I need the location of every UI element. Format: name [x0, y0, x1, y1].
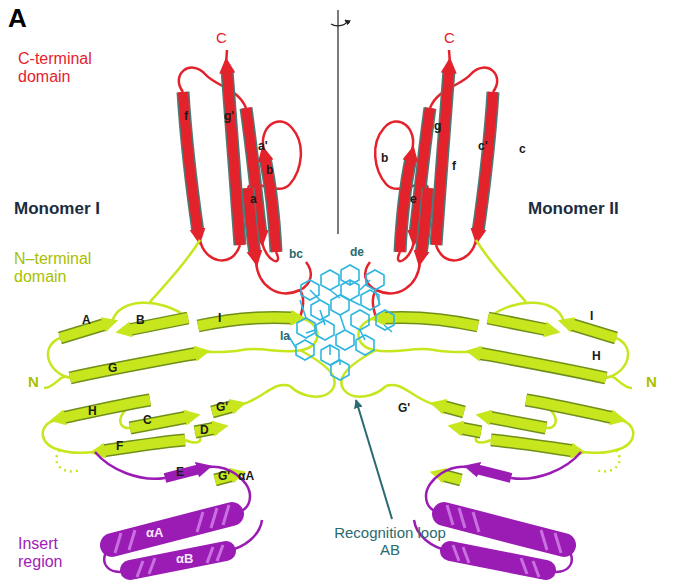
loop-label: bc	[289, 248, 303, 261]
helix-label: αA	[146, 526, 163, 540]
ribbon-segment	[130, 417, 188, 428]
strand-label: B	[136, 314, 145, 327]
ribbon-segment	[226, 50, 227, 64]
pointer-label: Recognition loop AB	[330, 525, 450, 558]
ribbon-segment	[240, 385, 290, 405]
ribbon-segment	[366, 270, 384, 290]
strand-label: E	[176, 466, 184, 479]
ribbon-segment	[102, 440, 185, 451]
strand-label: G	[108, 362, 117, 375]
ribbon-segment	[288, 280, 392, 365]
terminus-label: C	[444, 30, 455, 47]
strand-label: D	[200, 424, 209, 437]
oligosaccharide-sticks	[288, 265, 394, 380]
ribbon-segment	[376, 310, 394, 330]
ribbon-segment	[44, 377, 70, 388]
strand-label: H	[592, 350, 601, 363]
strand-label: G'	[398, 402, 410, 415]
panel-letter: A	[8, 4, 27, 33]
ribbon-segment	[226, 520, 262, 551]
strand-label: b	[381, 152, 388, 165]
ribbon-segment	[62, 400, 150, 418]
strand-label: f	[184, 110, 188, 123]
ribbon-segment	[356, 335, 374, 355]
domain-label: C-terminal domain	[18, 50, 110, 85]
ribbon-segment	[70, 353, 198, 378]
ribbon-segment	[43, 420, 95, 453]
domain-label: N–terminal domain	[14, 250, 106, 285]
strand-label: C	[143, 414, 152, 427]
ribbon-segment	[137, 545, 223, 577]
helix-label: αA	[238, 470, 254, 483]
ribbon-segment	[290, 350, 335, 397]
ribbon-segment	[130, 417, 188, 428]
ribbon-segment	[296, 340, 314, 360]
strand-label: A	[82, 314, 91, 327]
domain-label: Insert region	[18, 535, 98, 570]
ribbon-segment	[70, 353, 198, 378]
ribbon-segment	[351, 310, 369, 330]
strand-label: a	[250, 193, 257, 206]
pointer-arrow	[356, 400, 392, 519]
strand-label: I	[218, 312, 221, 325]
terminus-label: N	[28, 374, 39, 391]
ribbon-segment	[227, 70, 240, 245]
strand-label: I	[590, 310, 593, 323]
loop-label: de	[350, 246, 364, 259]
ribbon-segment	[95, 452, 165, 479]
monomer-label: Monomer I	[14, 200, 100, 219]
terminus-label: C	[216, 30, 227, 47]
ribbon-segment	[265, 158, 276, 252]
monomer-ribbon	[341, 50, 633, 577]
strand-label: e	[410, 193, 417, 206]
ribbon-segment	[297, 318, 315, 338]
ribbon-segment	[183, 92, 198, 232]
symmetry-axis	[331, 10, 346, 234]
monomer-label: Monomer II	[528, 200, 619, 219]
strand-label: G'	[218, 470, 230, 483]
strand-label: f	[452, 160, 456, 173]
strand-label: c	[519, 143, 526, 156]
strand-label: G'	[216, 401, 228, 414]
strand-label: F	[116, 440, 123, 453]
ribbon-segment	[198, 317, 294, 326]
ribbon-segment	[256, 262, 311, 293]
monomer-ribbon	[43, 50, 335, 577]
terminus-label: N	[646, 374, 657, 391]
ribbon-segment	[321, 270, 339, 290]
helix-label: αB	[176, 552, 193, 566]
ribbon-segment	[227, 70, 240, 245]
ribbon-segment	[265, 158, 276, 252]
ribbon-segment	[56, 450, 80, 471]
strand-label: a'	[258, 140, 268, 153]
ribbon-segment	[102, 440, 185, 451]
ribbon-segment	[183, 92, 198, 232]
strand-label: g'	[224, 110, 234, 123]
loop-label: la	[280, 330, 290, 343]
ribbon-segment	[150, 240, 200, 302]
ribbon-segment	[336, 330, 354, 350]
ribbon-segment	[198, 317, 294, 326]
ribbon-segment	[337, 10, 338, 234]
strand-label: b	[266, 164, 273, 177]
strand-label: c'	[478, 140, 488, 153]
ribbon-segment	[48, 338, 70, 378]
strand-label: g	[434, 120, 441, 133]
ribbon-segment	[62, 400, 150, 418]
ribbon-segment	[331, 20, 346, 26]
strand-label: H	[88, 405, 97, 418]
